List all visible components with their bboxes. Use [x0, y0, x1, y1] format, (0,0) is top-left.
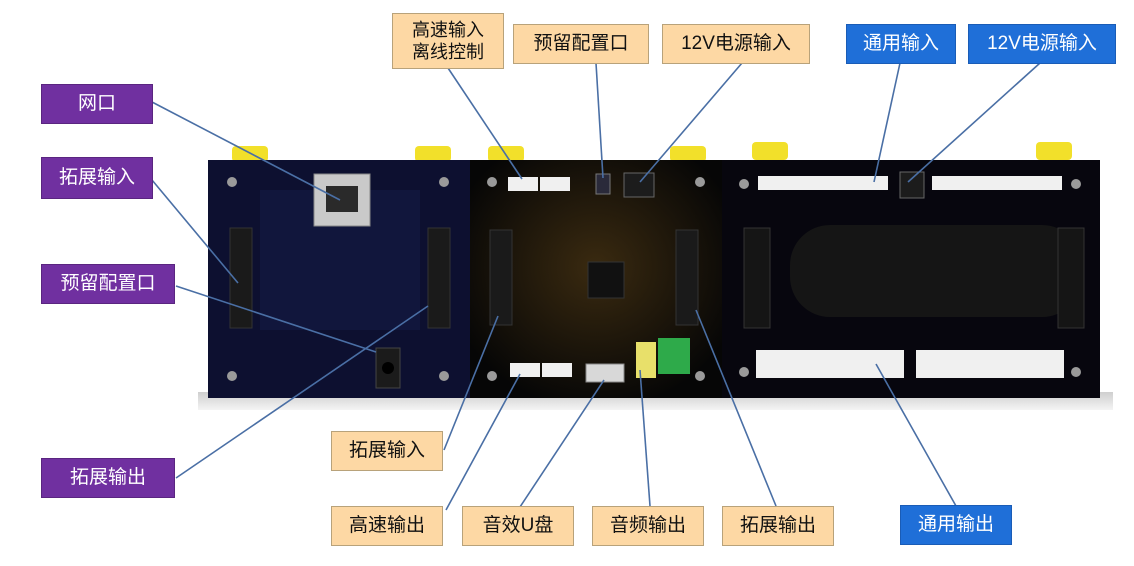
label-high-speed-input: 高速输入 离线控制 — [392, 13, 504, 69]
green-terminal — [658, 338, 690, 374]
left-header-a — [229, 227, 253, 329]
label-audio-output: 音频输出 — [592, 506, 704, 546]
middle-board — [470, 160, 722, 398]
general-input-connectors-a — [758, 176, 888, 190]
general-input-connectors-b — [932, 176, 1062, 190]
audio-jack — [636, 342, 656, 378]
dc-jack-mid — [623, 172, 655, 198]
output-connector-2 — [542, 363, 572, 377]
label-sound-usb: 音效U盘 — [462, 506, 574, 546]
input-connector-1 — [508, 177, 538, 191]
general-output-connectors-a — [756, 350, 904, 378]
label-expand-input-bottom: 拓展输入 — [331, 431, 443, 471]
label-high-speed-output: 高速输出 — [331, 506, 443, 546]
label-power-12v-right: 12V电源输入 — [968, 24, 1116, 64]
label-reserved-config-left: 预留配置口 — [41, 264, 175, 304]
label-expand-output-left: 拓展输出 — [41, 458, 175, 498]
left-header-b — [427, 227, 451, 329]
output-connector-1 — [510, 363, 540, 377]
usb-port — [585, 363, 625, 383]
label-general-input: 通用输入 — [846, 24, 956, 64]
label-reserved-config-top: 预留配置口 — [513, 24, 649, 64]
left-board — [208, 160, 470, 398]
right-board — [722, 160, 1100, 398]
input-connector-2 — [540, 177, 570, 191]
label-general-output: 通用输出 — [900, 505, 1012, 545]
label-lan-port: 网口 — [41, 84, 153, 124]
label-power-12v-mid: 12V电源输入 — [662, 24, 810, 64]
dc-jack-right — [899, 171, 925, 199]
mounting-tabs — [232, 142, 1072, 162]
general-output-connectors-b — [916, 350, 1064, 378]
rj45-port — [313, 173, 371, 227]
label-expand-input-left: 拓展输入 — [41, 157, 153, 199]
label-expand-output-bottom: 拓展输出 — [722, 506, 834, 546]
leader-lines — [151, 62, 1041, 511]
